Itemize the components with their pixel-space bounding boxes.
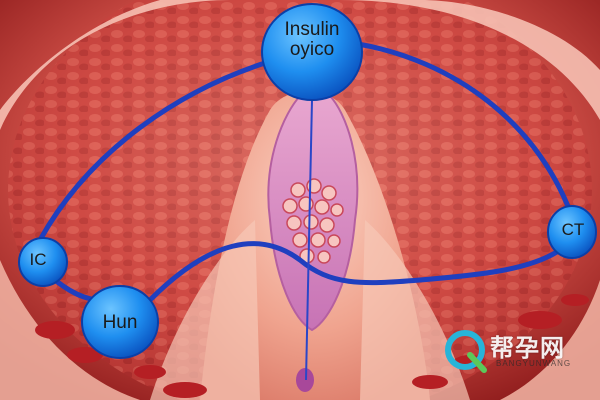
connector-insulin-ct (355, 41, 578, 228)
outer-wall-bottom-right (500, 280, 600, 400)
watermark-text: 帮孕网 (490, 334, 565, 362)
ic-node (18, 237, 68, 287)
insulin-node (261, 3, 363, 101)
connectors (37, 41, 578, 305)
organ-body (267, 95, 359, 332)
connector-hun-ct (147, 241, 563, 303)
hun-node (81, 285, 159, 359)
blood-vessels (35, 294, 589, 398)
outer-wall-right (340, 0, 600, 120)
watermark-logo (445, 330, 487, 373)
connector-insulin-ic (37, 59, 271, 243)
organ-tip (296, 368, 314, 392)
outer-wall-bottom-left (0, 260, 140, 400)
channel-fold-left (150, 220, 260, 400)
outer-wall-left (0, 0, 230, 130)
watermark: 帮孕网 BANGYUNWANG (444, 330, 594, 374)
ct-node (547, 205, 597, 259)
channel-fold-right (360, 220, 470, 400)
watermark-subtext: BANGYUNWANG (496, 359, 572, 368)
vertical-guide-line (305, 99, 313, 381)
